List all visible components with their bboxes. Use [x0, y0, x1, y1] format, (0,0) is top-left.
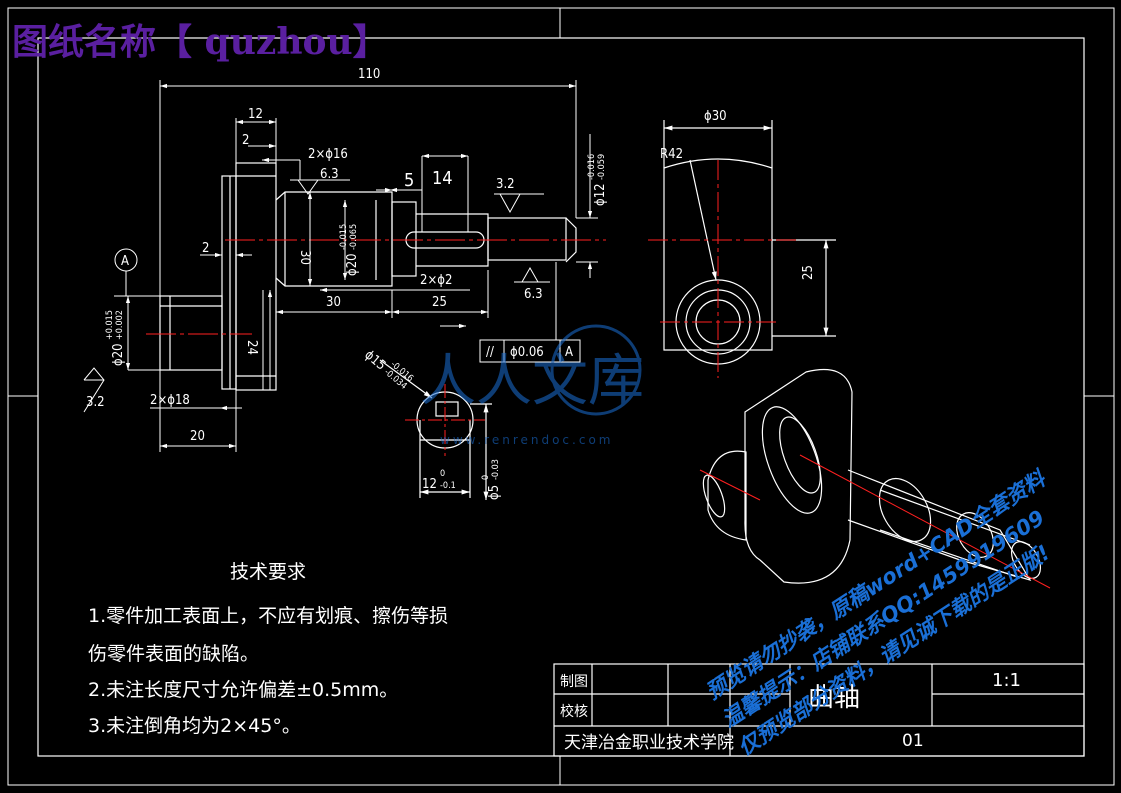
dim-phi20-left-tol-lower: +0.002: [115, 310, 125, 340]
notes-line1: 1.零件加工表面上，不应有划痕、擦伤等损: [88, 605, 448, 627]
tb-checked-label: 校核: [560, 703, 588, 720]
dim-12-sec-tol-lower: -0.1: [440, 481, 456, 491]
watermark-brand: 人人文库 www.renrendoc.com: [420, 324, 644, 447]
dim-12-sec: 12: [422, 477, 437, 492]
dimension-lines: [125, 80, 598, 452]
dim-12: 12: [248, 107, 263, 122]
dim-30-h: 30: [326, 295, 341, 310]
dim-phi20-left-tol-upper: +0.015: [105, 310, 115, 340]
notes-line3: 3.未注倒角均为2×45°。: [88, 715, 301, 737]
roughness-symbols: [83, 179, 550, 413]
iso-view: [702, 368, 1042, 584]
rough-6-3-a: 6.3: [320, 167, 339, 182]
rough-6-3-b: 6.3: [524, 287, 543, 302]
tech-notes: 技术要求 1.零件加工表面上，不应有划痕、擦伤等损 伤零件表面的缺陷。 2.未注…: [88, 561, 448, 737]
dim-30-v: 30: [297, 250, 312, 265]
dim-110: 110: [358, 67, 380, 82]
notes-title: 技术要求: [230, 561, 306, 583]
dim-phi20: ϕ20: [345, 253, 360, 276]
dim-phi5: ϕ5: [487, 485, 502, 500]
dim-phi15: ϕ15: [361, 348, 388, 374]
title-block-text: 制图 校核 曲轴 1:1 天津冶金职业技术学院 01: [560, 670, 1021, 753]
watermark-brand-text: 人人文库: [420, 349, 644, 414]
dim-25-h: 25: [432, 295, 447, 310]
side-view: [663, 120, 836, 365]
dim-2x18: 2×ϕ18: [150, 393, 190, 408]
tb-school: 天津冶金职业技术学院: [564, 733, 734, 753]
datum-letter: A: [121, 254, 129, 269]
dim-14: 14: [432, 168, 453, 189]
dim-phi20-tol-lower: -0.065: [349, 224, 359, 250]
title-block: [553, 663, 1085, 757]
dim-phi12: ϕ12: [593, 183, 608, 206]
dim-phi5-tol-upper: 0: [481, 475, 491, 480]
header-title: 图纸名称【 quzhou】: [12, 21, 389, 63]
dim-2x16: 2×ϕ16: [308, 147, 348, 162]
tb-drawn-label: 制图: [560, 674, 588, 690]
dim-2x2: 2×ϕ2: [420, 273, 452, 288]
watermark-text: 预览请勿抄袭，原稿word+CAD全套资料 温馨提示：店铺联系QQ:145991…: [702, 466, 1055, 760]
dim-20: 20: [190, 429, 205, 444]
watermark-line2: 温馨提示：店铺联系QQ:1459919609: [718, 506, 1049, 733]
front-view: [159, 162, 577, 391]
dim-24: 24: [244, 340, 259, 355]
dim-phi12-tol-upper: -0.016: [587, 154, 597, 180]
dim-5: 5: [404, 170, 414, 191]
dim-12-sec-tol-upper: 0: [440, 469, 445, 479]
rough-3-2-b: 3.2: [86, 395, 105, 410]
watermark-url: www.renrendoc.com: [440, 433, 613, 447]
dim-2-top: 2: [242, 133, 249, 148]
dim-phi20-tol-upper: -0.015: [339, 224, 349, 250]
rough-3-2-a: 3.2: [496, 177, 515, 192]
dim-phi30: ϕ30: [704, 109, 727, 124]
dim-r42: R42: [660, 147, 683, 162]
tb-part-name: 曲轴: [808, 683, 860, 713]
dim-25-v: 25: [801, 265, 816, 280]
iso-centerline-2: [799, 454, 1051, 589]
dim-phi20-left: ϕ20: [111, 343, 126, 366]
gtol-datum: A: [565, 345, 573, 360]
gtol-value: ϕ0.06: [510, 345, 544, 360]
gtol-frame: [479, 262, 581, 363]
dim-phi5-tol-lower: -0.03: [491, 459, 501, 480]
gtol-symbol: //: [486, 345, 494, 360]
iso-centerline-1: [699, 469, 761, 501]
dim-2-left: 2: [202, 241, 209, 256]
notes-line1b: 伤零件表面的缺陷。: [88, 643, 259, 665]
tb-drawing-no: 01: [902, 731, 924, 751]
tb-scale: 1:1: [992, 670, 1021, 691]
dim-phi12-tol-lower: -0.059: [597, 154, 607, 180]
notes-line2: 2.未注长度尺寸允许偏差±0.5mm。: [88, 679, 398, 701]
